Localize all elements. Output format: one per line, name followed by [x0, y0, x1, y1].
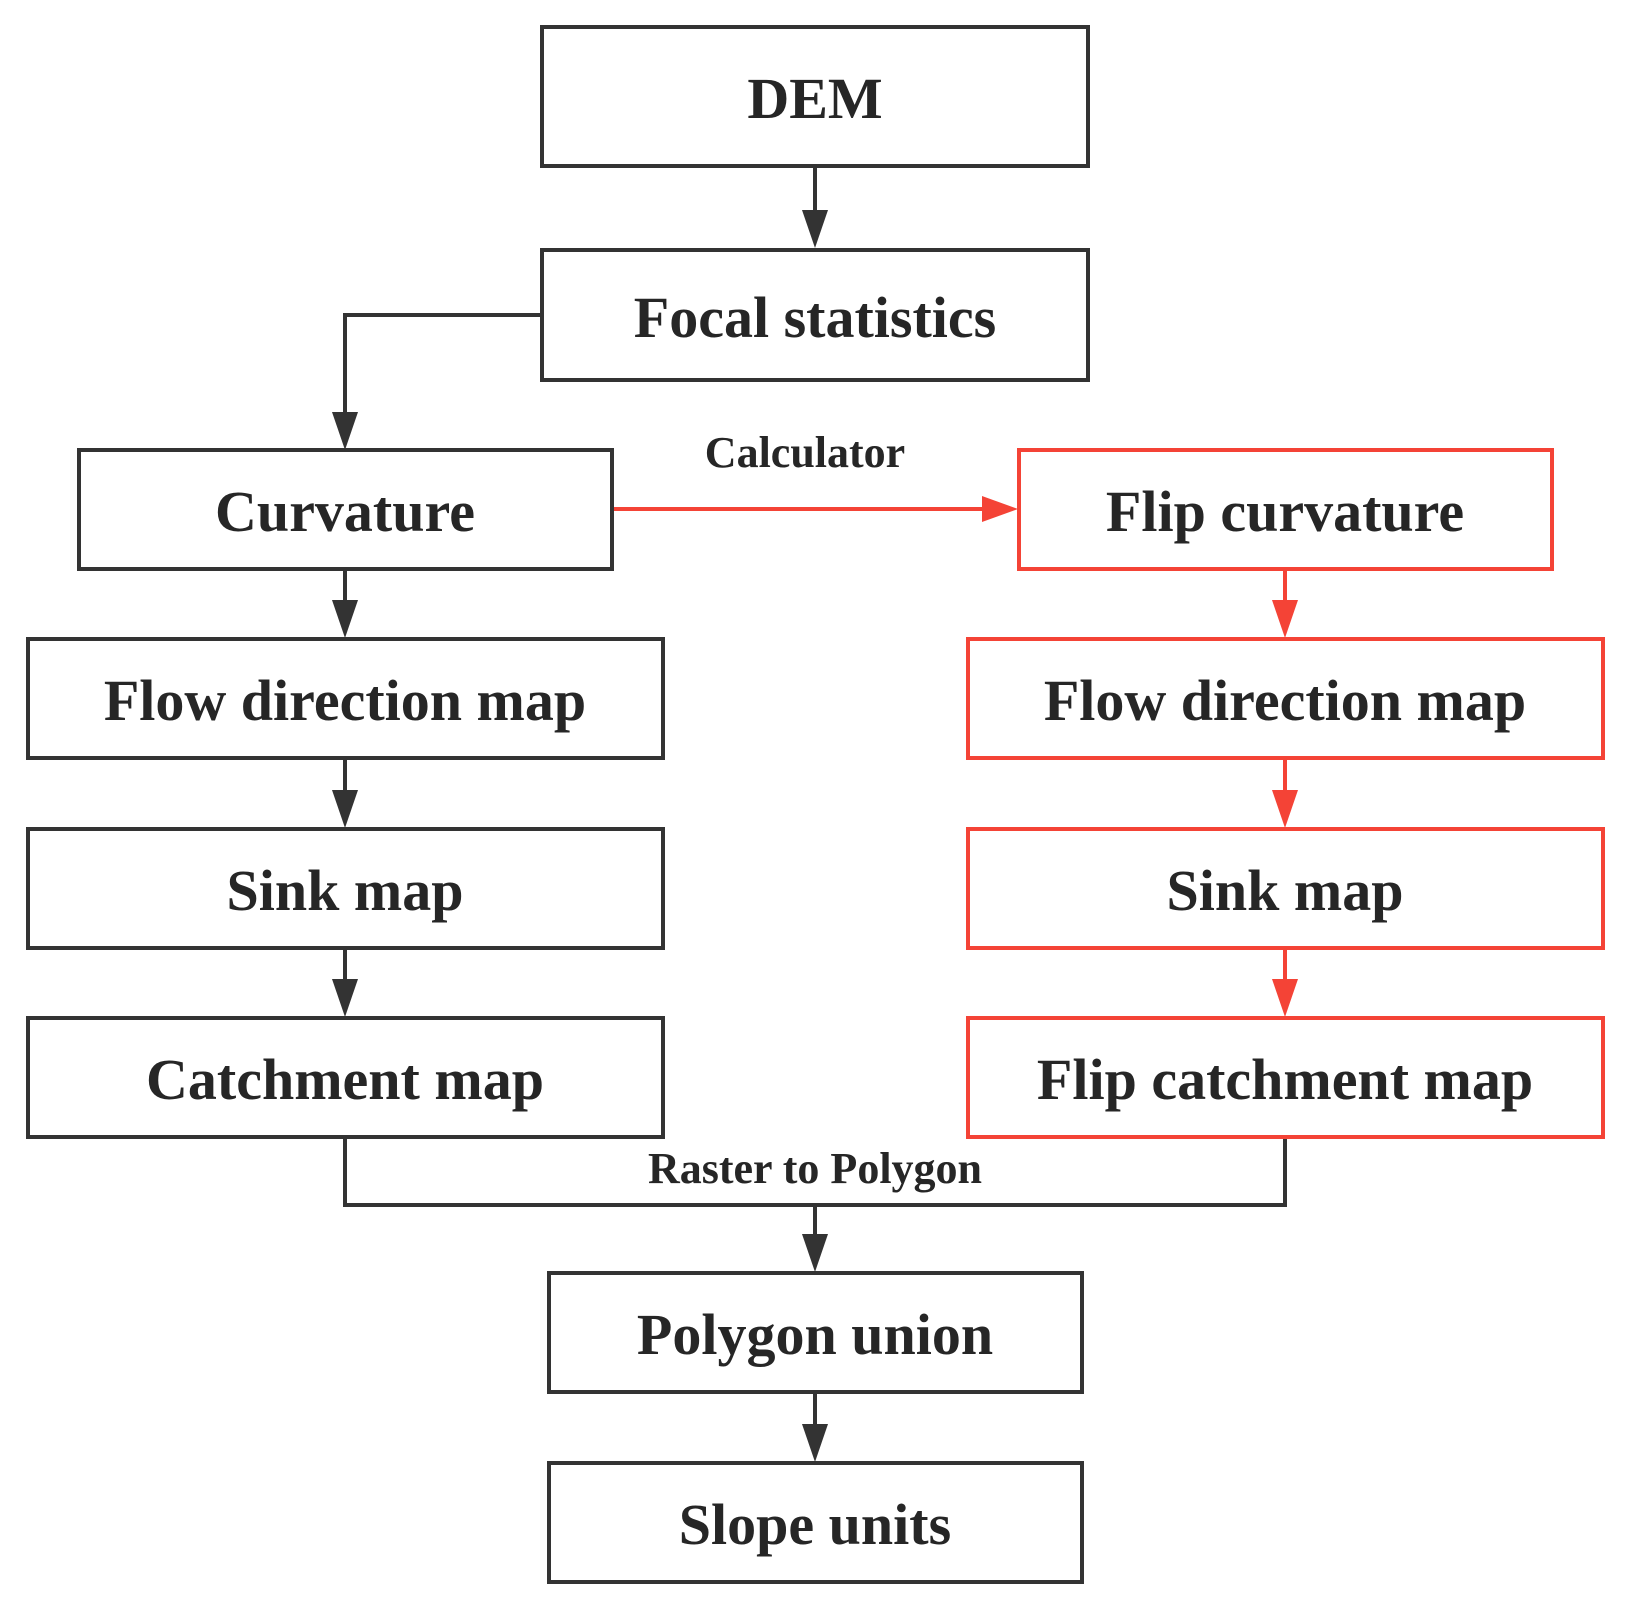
node-label: DEM [747, 66, 882, 131]
node-flip-flow-direction-map: Flow direction map [966, 637, 1605, 760]
edges-flip [612, 496, 1298, 1017]
node-sink-map: Sink map [26, 827, 665, 950]
edge-label-raster-to-polygon: Raster to Polygon [648, 1144, 982, 1193]
arrowhead [1272, 600, 1298, 638]
arrowhead [332, 790, 358, 828]
node-label: Curvature [215, 479, 475, 544]
arrowhead [802, 210, 828, 248]
node-catchment-map: Catchment map [26, 1016, 665, 1139]
node-label: Sink map [1167, 858, 1404, 923]
arrowhead [1272, 979, 1298, 1017]
node-label: Sink map [227, 858, 464, 923]
arrowhead [332, 600, 358, 638]
node-focal-statistics: Focal statistics [540, 248, 1090, 382]
arrowhead [802, 1234, 828, 1272]
node-flow-direction-map: Flow direction map [26, 637, 665, 760]
node-label: Focal statistics [634, 285, 996, 350]
node-dem: DEM [540, 25, 1090, 168]
arrowhead [1272, 790, 1298, 828]
node-label: Flip curvature [1106, 479, 1464, 544]
node-label: Polygon union [637, 1302, 993, 1367]
node-flip-curvature: Flip curvature [1017, 448, 1554, 571]
node-label: Slope units [679, 1492, 951, 1557]
arrowhead [332, 979, 358, 1017]
node-flip-catchment-map: Flip catchment map [966, 1016, 1605, 1139]
node-curvature: Curvature [77, 448, 614, 571]
node-flip-sink-map: Sink map [966, 827, 1605, 950]
edge-focal-to-curvature [343, 313, 542, 440]
node-label: Flip catchment map [1037, 1047, 1533, 1112]
arrowhead [982, 496, 1018, 522]
node-label: Flow direction map [1044, 668, 1526, 733]
node-slope-units: Slope units [547, 1461, 1084, 1584]
edge-label-calculator: Calculator [705, 428, 905, 477]
arrowhead [802, 1424, 828, 1462]
arrowhead [332, 412, 358, 450]
node-label: Flow direction map [104, 668, 586, 733]
edges-main [332, 167, 1287, 1462]
node-label: Catchment map [146, 1047, 544, 1112]
node-polygon-union: Polygon union [547, 1271, 1084, 1394]
